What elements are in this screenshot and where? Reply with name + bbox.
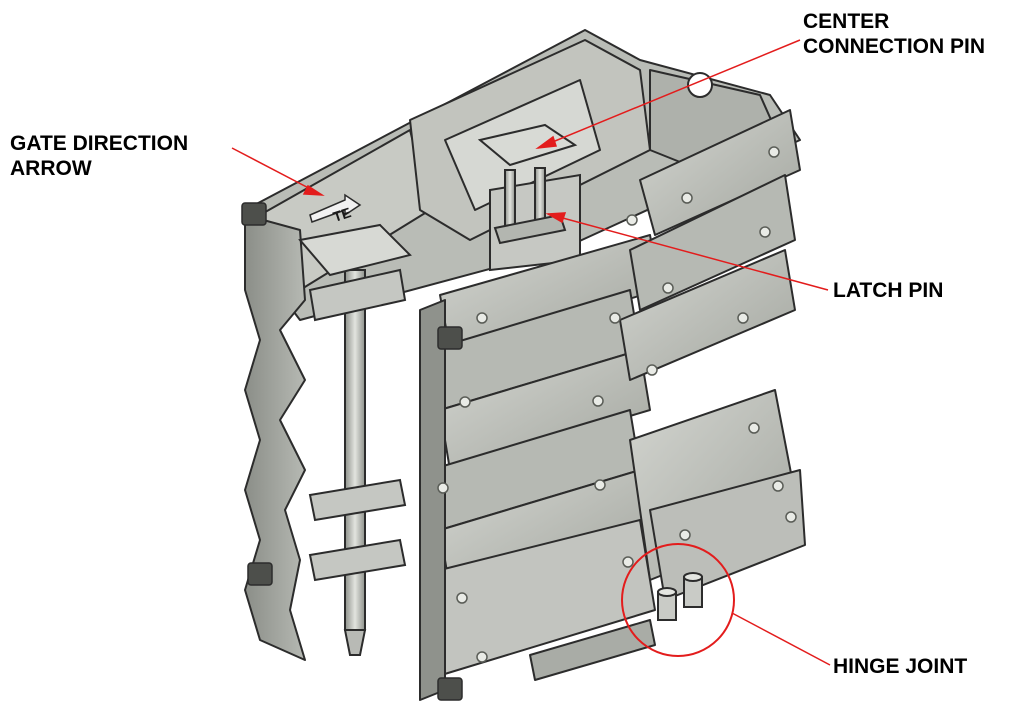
leader-hinge-joint: [731, 612, 831, 666]
label-gate-direction-line1: GATE DIRECTION: [10, 132, 189, 155]
panel-rivets: [437, 146, 797, 663]
label-gate-direction-line2: ARROW: [10, 157, 92, 180]
leader-gate-direction-head: [302, 184, 325, 196]
leader-latch-pin: [547, 213, 829, 291]
leader-center-pin: [537, 39, 801, 149]
leader-latch-pin-head: [545, 212, 567, 224]
label-hinge-joint: HINGE JOINT: [833, 655, 968, 678]
leader-lines: [231, 39, 831, 666]
label-gate-direction-arrow: GATE DIRECTION ARROW: [10, 131, 188, 181]
leader-center-pin-head: [535, 135, 558, 150]
corner-feet: [241, 202, 463, 701]
gate-pin-rod: [298, 223, 412, 656]
label-center-pin-line2: CONNECTION PIN: [803, 35, 986, 58]
gate-stamp-text: TE: [331, 204, 353, 225]
label-center-connection-pin: CENTER CONNECTION PIN: [803, 9, 985, 59]
left-side-plate: [244, 214, 306, 661]
bottom-skid: [419, 299, 806, 701]
label-center-pin-line1: CENTER: [803, 10, 890, 33]
hinge-knuckles: [657, 572, 703, 621]
label-latch-pin: LATCH PIN: [833, 279, 944, 302]
hinge-joint-circle: [621, 543, 735, 657]
gate-direction-arrow-stamp: TE: [309, 193, 362, 225]
center-pin-assembly: [477, 123, 581, 272]
